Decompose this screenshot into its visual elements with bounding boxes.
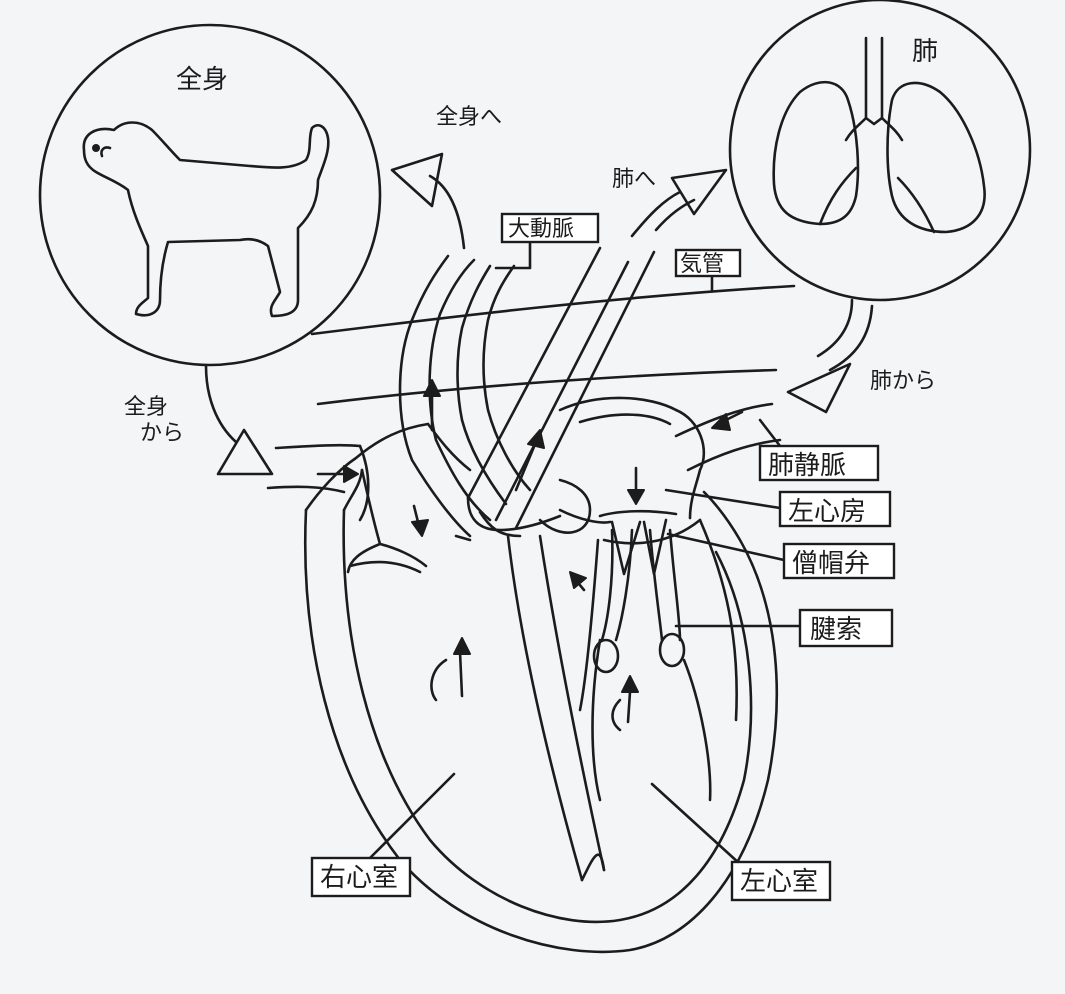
label-mitral-valve: 僧帽弁 [666,532,896,580]
mitral-valve-label: 僧帽弁 [792,549,870,579]
trachea-label: 気管 [680,252,724,277]
label-left-atrium: 左心房 [664,488,892,528]
left-atrium-label: 左心房 [788,497,866,527]
lung-label: 肺 [912,37,938,67]
pulmonary-vein-label: 肺静脈 [768,451,846,481]
label-chordae-tendineae: 腱索 [674,608,894,648]
dog-silhouette-icon [82,121,330,318]
left-ventricle-label: 左心室 [740,867,818,897]
heart-inner-wall [342,508,753,924]
heart-outer-wall [303,490,779,954]
heart-flow-arrows [316,379,744,732]
to-lung-arrow: 肺へ [612,167,728,238]
to-lung-label: 肺へ [612,167,656,192]
from-whole-body-arrow: 全身 から [124,364,274,476]
left-lung-icon [772,80,860,226]
aorta [398,254,532,542]
from-whole-body-label-2: から [140,421,184,446]
heart [266,246,782,954]
whole-body-circle: 全身 [38,23,382,367]
septum [506,534,584,882]
right-lung-icon [886,81,986,234]
label-pulmonary-vein: 肺静脈 [758,418,880,482]
lung-circle: 肺 [728,0,1032,302]
chordae-tendineae-label: 腱索 [810,615,862,645]
to-whole-body-arrow: 全身へ [390,105,502,250]
label-aorta: 大動脈 [494,212,600,270]
aorta-label: 大動脈 [508,217,574,242]
pulmonary-artery [466,246,656,538]
papillary-muscles [591,528,712,802]
from-whole-body-label-1: 全身 [124,395,168,420]
trachea-lines [310,284,796,406]
from-lung-arrow: 肺から [786,298,936,414]
to-whole-body-label: 全身へ [436,105,502,130]
mitral-valve [598,509,678,576]
whole-body-label: 全身 [176,65,228,95]
label-left-ventricle: 左心室 [650,782,832,902]
label-trachea: 気管 [674,248,742,292]
from-lung-label: 肺から [870,369,936,394]
label-right-ventricle: 右心室 [310,772,456,898]
right-ventricle-label: 右心室 [320,863,398,893]
